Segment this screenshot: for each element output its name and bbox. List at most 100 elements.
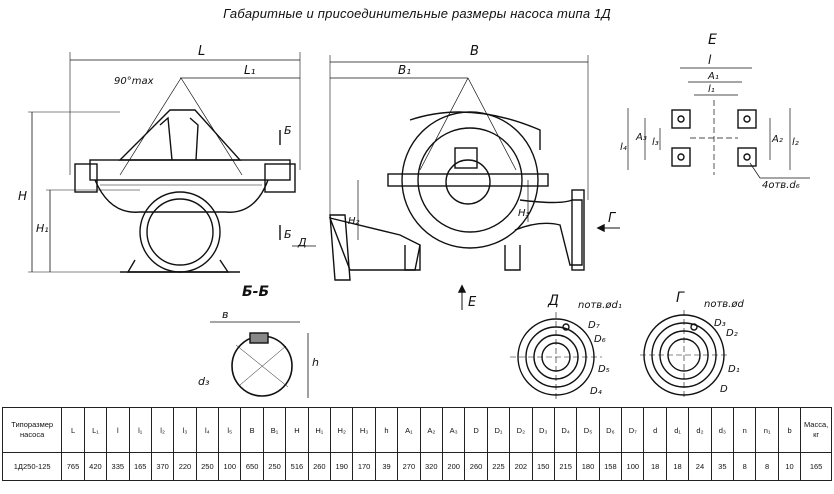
table-cell: 8: [733, 452, 757, 481]
dim-A3: A₃: [635, 132, 647, 143]
table-cell: 516: [285, 452, 309, 481]
table-cell: 100: [218, 452, 242, 481]
table-header-cell: L: [61, 407, 85, 453]
table-header-cell: B: [240, 407, 264, 453]
table-header-cell: l₄: [195, 407, 220, 453]
dim-d3: d₃: [198, 375, 210, 388]
table-header-cell: H: [285, 407, 309, 453]
front-view: L L₁ 90°max Б Б Д H H₁: [18, 44, 316, 273]
table-cell: 250: [195, 452, 220, 481]
table-cell: 765: [61, 452, 85, 481]
table-cell: 165: [800, 452, 832, 481]
table-cell: 215: [553, 452, 578, 481]
table-cell: 200: [441, 452, 466, 481]
table-cell: 225: [486, 452, 511, 481]
table-header-cell: A₃: [441, 407, 466, 453]
dim-b: в: [222, 308, 228, 321]
table-header-cell: D₆: [598, 407, 623, 453]
table-header-cell: H₁: [307, 407, 332, 453]
table-header-cell: Масса, кг: [800, 407, 832, 453]
dim-B: B: [470, 44, 479, 59]
table-cell: 260: [307, 452, 332, 481]
table-header-cell: A₂: [419, 407, 443, 453]
table-header-cell: l₂: [150, 407, 175, 453]
section-b-top: Б: [284, 124, 292, 137]
view-g-title: Г: [676, 290, 685, 306]
pump-drawing: L L₁ 90°max Б Б Д H H₁: [18, 32, 810, 402]
section-b-bottom: Б: [284, 228, 292, 241]
dim-H1: H₁: [36, 222, 49, 235]
dim-D3: D₃: [714, 318, 726, 329]
table-cell: 250: [262, 452, 287, 481]
table-header-cell: H₂: [330, 407, 354, 453]
holes-d-note: nотв.ød: [704, 299, 744, 310]
dim-L1: L₁: [244, 63, 256, 77]
table-cell: 18: [643, 452, 667, 481]
dim-l2: l₂: [792, 137, 799, 148]
dim-l1: l₁: [708, 84, 715, 95]
table-cell: 1Д250-125: [1, 452, 63, 481]
table-cell: 8: [755, 452, 779, 481]
table-cell: 270: [397, 452, 421, 481]
table-cell: 260: [464, 452, 488, 481]
dim-D4: D₄: [590, 386, 602, 397]
dim-l: l: [708, 53, 712, 67]
table-cell: 335: [106, 452, 130, 481]
table-cell: 220: [173, 452, 197, 481]
section-bb: Б-Б в h d₃: [198, 284, 319, 398]
table-cell: 165: [128, 452, 152, 481]
table-cell: 190: [330, 452, 354, 481]
dim-D: D: [720, 384, 728, 395]
holes-d6-note: 4отв.d₆: [762, 180, 800, 191]
table-header-cell: D₅: [576, 407, 600, 453]
holes-d1-note: nотв.ød₁: [578, 300, 622, 311]
table-header-cell: l₅: [218, 407, 242, 453]
table-header-cell: n: [733, 407, 757, 453]
dim-D5: D₅: [598, 364, 610, 375]
table-cell: 18: [665, 452, 690, 481]
table-cell: 24: [688, 452, 712, 481]
table-header-cell: d₂: [688, 407, 712, 453]
dim-D2: D₂: [726, 328, 738, 339]
table-cell: 170: [352, 452, 376, 481]
table-header-cell: D₄: [553, 407, 578, 453]
dim-l4: l₄: [620, 142, 627, 153]
section-bb-title: Б-Б: [242, 284, 269, 300]
table-header-cell: d₃: [710, 407, 735, 453]
table-cell: 420: [83, 452, 108, 481]
dim-D6: D₆: [594, 334, 606, 345]
table-header-cell: b: [777, 407, 802, 453]
dim-H3: H₃: [518, 208, 530, 219]
table-header-cell: d₁: [665, 407, 690, 453]
table-cell: 100: [621, 452, 645, 481]
table-header-cell: D₁: [486, 407, 511, 453]
view-g: Г nотв.ød D₃ D₂ D₁ D: [640, 290, 744, 400]
dim-A1: A₁: [707, 71, 719, 82]
table-cell: 150: [531, 452, 555, 481]
table-header-cell: B₁: [262, 407, 287, 453]
table-header-cell: L₁: [83, 407, 108, 453]
side-view: B B₁ H₂ H₃ Г E: [328, 44, 620, 310]
view-d-title: Д: [547, 293, 559, 309]
table-cell: 39: [374, 452, 399, 481]
view-d: Д nотв.ød₁ D₇ D₆ D₅ D₄: [510, 293, 622, 402]
table-header-cell: D₃: [531, 407, 555, 453]
dim-A2: A₂: [771, 134, 783, 145]
dim-l3: l₃: [652, 137, 659, 148]
table-header-cell: d: [643, 407, 667, 453]
table-header-cell: H₃: [352, 407, 376, 453]
table-header-cell: l₃: [173, 407, 197, 453]
table-cell: 202: [509, 452, 533, 481]
table-header-cell: l₁: [128, 407, 152, 453]
table-cell: 650: [240, 452, 264, 481]
table-cell: 320: [419, 452, 443, 481]
dim-D1: D₁: [728, 364, 740, 375]
table-header-cell: n₁: [755, 407, 779, 453]
dim-h: h: [312, 356, 319, 369]
table-cell: 370: [150, 452, 175, 481]
table-header-cell: l: [106, 407, 130, 453]
dim-B1: B₁: [398, 63, 411, 77]
